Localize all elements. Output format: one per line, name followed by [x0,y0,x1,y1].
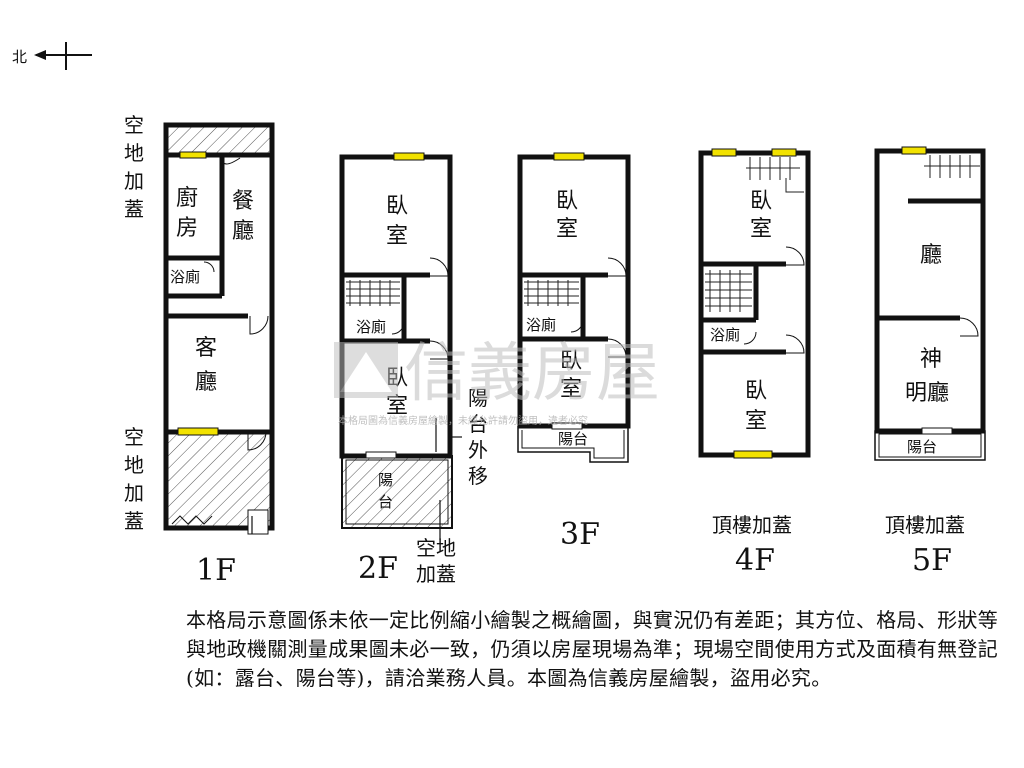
hatch-2f-balcony [342,456,452,528]
watermark: 信義房屋 本格局圖為信義房屋繪製，未經允許請勿盜用，違者必究 [334,337,660,427]
annot-bottom-2f: 空地加蓋 [416,536,456,586]
annot-top-1f: 空地加蓋 [124,113,144,221]
room-living: 客廳 [195,336,217,395]
floor-5f: 廳 神明廳 陽台 頂樓加蓋 5F [874,146,986,578]
room-bath-3f: 浴廁 [526,316,556,334]
floor-label-1f: 1F [196,553,236,588]
watermark-notice: 本格局圖為信義房屋繪製，未經允許請勿盜用，違者必究 [338,414,588,427]
watermark-brand: 信義房屋 [404,337,660,411]
room-balcony-5f: 陽台 [907,438,937,456]
room-kitchen: 廚房 [176,186,198,241]
room-bed1-2f: 臥室 [386,194,408,249]
north-compass: 北 [12,42,92,70]
compass-label: 北 [12,48,27,66]
stairs-4f-lower [705,270,752,312]
room-balcony-3f: 陽台 [558,430,588,448]
annot-bottom-1f: 空地加蓋 [124,425,144,533]
room-bed2-3f: 臥室 [560,349,582,402]
stairs-5f [924,155,980,178]
room-shrine-5f: 神明廳 [905,347,949,406]
room-bed1-4f: 臥室 [750,189,772,242]
brand-logo-icon [334,342,398,398]
floor-label-4f: 4F [735,543,775,578]
floor-3f: 臥室 浴廁 臥室 陽台 3F [517,152,631,552]
room-hall-5f: 廳 [920,243,942,268]
floor-label-2f: 2F [358,551,398,586]
room-bed1-3f: 臥室 [556,189,578,242]
disclaimer-text: 本格局示意圖係未依一定比例縮小繪製之概繪圖，與實況仍有差距；其方位、格局、形狀等… [186,608,998,690]
window-3f-top [553,152,585,161]
floor-1f: 廚房 餐廳 浴廁 客廳 空地加蓋 空地加蓋 1F [124,113,275,588]
hatch-top-annex [166,125,272,155]
window-5f-top [901,146,927,155]
caption-4f: 頂樓加蓋 [712,513,792,537]
caption-5f: 頂樓加蓋 [885,513,965,537]
floor-4f: 臥室 浴廁 臥室 頂樓加蓋 4F [698,148,811,578]
window-4f-bottom [733,450,773,459]
room-bath-1f: 浴廁 [170,268,200,286]
stairs-3f [524,280,579,306]
window-2f-top [393,152,425,161]
annot-side-2f: 陽台外移 [468,386,488,488]
window-4f-top [711,148,737,157]
room-bath-2f: 浴廁 [356,318,386,336]
window-4f-top2 [771,148,797,157]
stairs-4f-upper [746,157,804,193]
window-1f-bottom [177,427,219,436]
stairs-2f [346,280,400,306]
floor-label-5f: 5F [912,543,952,578]
floor-label-3f: 3F [560,517,600,552]
room-bed2-4f: 臥室 [745,379,767,434]
room-dining: 餐廳 [232,189,254,244]
room-bath-4f: 浴廁 [710,326,740,344]
room-balcony-2f: 陽台 [378,471,393,511]
window-1f-top [179,151,207,159]
